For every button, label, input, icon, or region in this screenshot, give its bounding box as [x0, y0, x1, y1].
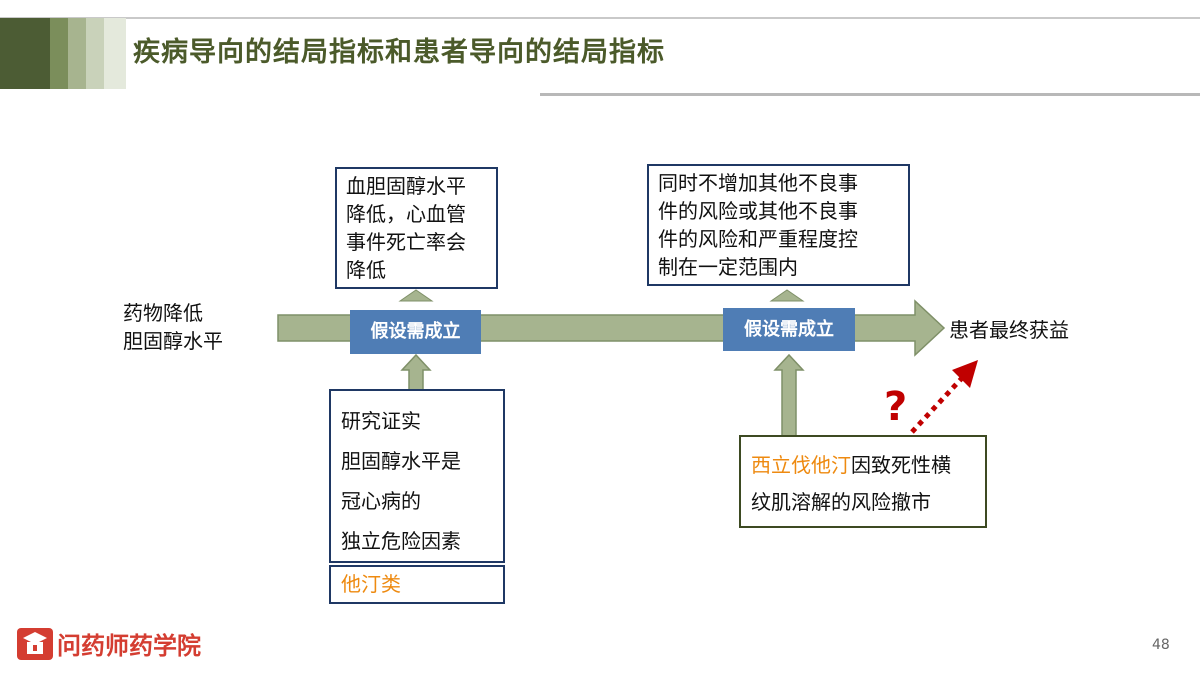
logo-text: 问药师药学院 — [57, 632, 201, 660]
bottom-box-1-line-3: 冠心病的 — [341, 489, 421, 513]
header-stripe-4 — [86, 18, 104, 89]
top-box-cholesterol-hypothesis: 血胆固醇水平 降低，心血管 事件死亡率会 降低 — [335, 167, 498, 289]
page-number: 48 — [1152, 637, 1170, 653]
header-top-rule — [0, 17, 1200, 19]
bottom-box-1-up-arrow — [400, 353, 432, 391]
logo-icon — [17, 628, 53, 660]
question-mark: ? — [884, 384, 908, 430]
bottom-box-cerivastatin: 西立伐他汀因致死性横 纹肌溶解的风险撤市 — [739, 435, 987, 528]
top-box-adverse-events: 同时不增加其他不良事 件的风险或其他不良事 件的风险和严重程度控 制在一定范围内 — [647, 164, 910, 286]
top-box-1-line-4: 降低 — [346, 258, 386, 282]
red-dotted-arrow-line — [910, 376, 964, 434]
header-stripe-1 — [0, 18, 50, 89]
header-stripe-5 — [104, 18, 126, 89]
red-dotted-arrow-head — [952, 360, 978, 388]
cerivastatin-line-1: 西立伐他汀因致死性横 — [751, 448, 985, 482]
top-box-2-line-4: 制在一定范围内 — [658, 255, 798, 279]
title-underline — [540, 93, 1200, 96]
left-label-line-1: 药物降低 — [123, 301, 203, 325]
bottom-box-research-evidence: 研究证实 胆固醇水平是 冠心病的 独立危险因素 — [329, 389, 505, 563]
cerivastatin-line-2: 纹肌溶解的风险撤市 — [751, 490, 931, 514]
right-label: 患者最终获益 — [949, 318, 1069, 342]
bottom-box-1-line-1: 研究证实 — [341, 409, 421, 433]
cerivastatin-line-1-rest: 因致死性横 — [851, 453, 951, 477]
top-box-2-line-1: 同时不增加其他不良事 — [658, 171, 858, 195]
top-box-1-line-2: 降低，心血管 — [346, 202, 466, 226]
page-title: 疾病导向的结局指标和患者导向的结局指标 — [133, 37, 665, 68]
top-box-1-connector-arrow — [398, 289, 434, 302]
header-stripe-2 — [50, 18, 68, 89]
bottom-box-2-up-arrow — [773, 353, 805, 438]
cerivastatin-drug-name: 西立伐他汀 — [751, 453, 851, 477]
assumption-label-1: 假设需成立 — [350, 310, 481, 354]
top-box-2-line-3: 件的风险和严重程度控 — [658, 227, 858, 251]
bottom-box-statins-label: 他汀类 — [329, 565, 505, 604]
top-box-2-line-2: 件的风险或其他不良事 — [658, 199, 858, 223]
top-box-1-line-3: 事件死亡率会 — [346, 230, 466, 254]
bottom-box-1-line-4: 独立危险因素 — [341, 529, 461, 553]
bottom-box-1-line-2: 胆固醇水平是 — [341, 449, 461, 473]
assumption-label-2: 假设需成立 — [723, 308, 855, 351]
left-label-line-2: 胆固醇水平 — [123, 329, 223, 353]
header-stripe-3 — [68, 18, 86, 89]
left-label: 药物降低 胆固醇水平 — [123, 299, 223, 355]
top-box-2-connector-arrow — [769, 289, 805, 302]
top-box-1-line-1: 血胆固醇水平 — [346, 174, 466, 198]
statins-label: 他汀类 — [341, 572, 401, 596]
